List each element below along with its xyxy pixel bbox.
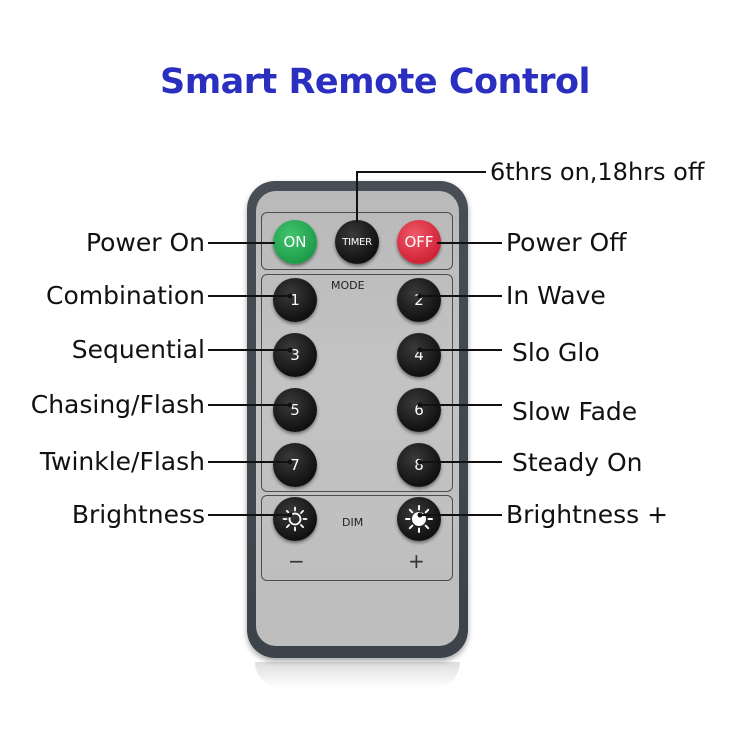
power-on-callout: Power On <box>85 228 205 257</box>
timer-button-label: TIMER <box>342 236 372 248</box>
button-5-callout: Chasing/Flash <box>30 390 205 419</box>
mode-label: MODE <box>331 279 365 292</box>
off-button-label: OFF <box>404 233 434 251</box>
button-4-callout: Slo Glo <box>512 338 600 367</box>
button-3-label: 3 <box>290 346 300 364</box>
button-1[interactable]: 1 <box>273 278 317 322</box>
button-2-label: 2 <box>414 291 424 309</box>
dim-minus-button[interactable] <box>273 497 317 541</box>
mode-panel <box>261 274 453 492</box>
button-8[interactable]: 8 <box>397 443 441 487</box>
button-6-label: 6 <box>414 401 424 419</box>
timer-callout: 6thrs on,18hrs off <box>490 158 705 186</box>
button-8-callout: Steady On <box>512 448 643 477</box>
button-6-callout: Slow Fade <box>512 397 638 426</box>
button-1-callout: Combination <box>46 281 205 310</box>
dim-plus-callout: Brightness + <box>506 500 669 529</box>
on-button-label: ON <box>283 233 307 251</box>
plus-sign: + <box>408 549 425 573</box>
button-7-label: 7 <box>290 456 300 474</box>
minus-sign: − <box>288 549 305 573</box>
button-2[interactable]: 2 <box>397 278 441 322</box>
dim-label: DIM <box>342 516 364 529</box>
button-1-label: 1 <box>290 291 300 309</box>
button-5-label: 5 <box>290 401 300 419</box>
button-8-label: 8 <box>414 456 424 474</box>
button-4[interactable]: 4 <box>397 333 441 377</box>
timer-button[interactable]: TIMER <box>335 220 379 264</box>
button-4-label: 4 <box>414 346 424 364</box>
sun-outline-icon <box>281 505 309 533</box>
button-7[interactable]: 7 <box>273 443 317 487</box>
dim-minus-callout: Brightness <box>71 500 205 529</box>
on-button[interactable]: ON <box>273 220 317 264</box>
button-5[interactable]: 5 <box>273 388 317 432</box>
off-button[interactable]: OFF <box>397 220 441 264</box>
remote-reflection <box>255 662 460 688</box>
dim-panel <box>261 495 453 581</box>
button-2-callout: In Wave <box>506 281 606 310</box>
button-7-callout: Twinkle/Flash <box>39 447 205 476</box>
timer-callout-line <box>356 171 486 222</box>
button-3-callout: Sequential <box>71 335 205 364</box>
dim-plus-button[interactable] <box>397 497 441 541</box>
button-3[interactable]: 3 <box>273 333 317 377</box>
page-title: Smart Remote Control <box>159 62 591 102</box>
power-off-callout: Power Off <box>506 228 627 257</box>
button-6[interactable]: 6 <box>397 388 441 432</box>
